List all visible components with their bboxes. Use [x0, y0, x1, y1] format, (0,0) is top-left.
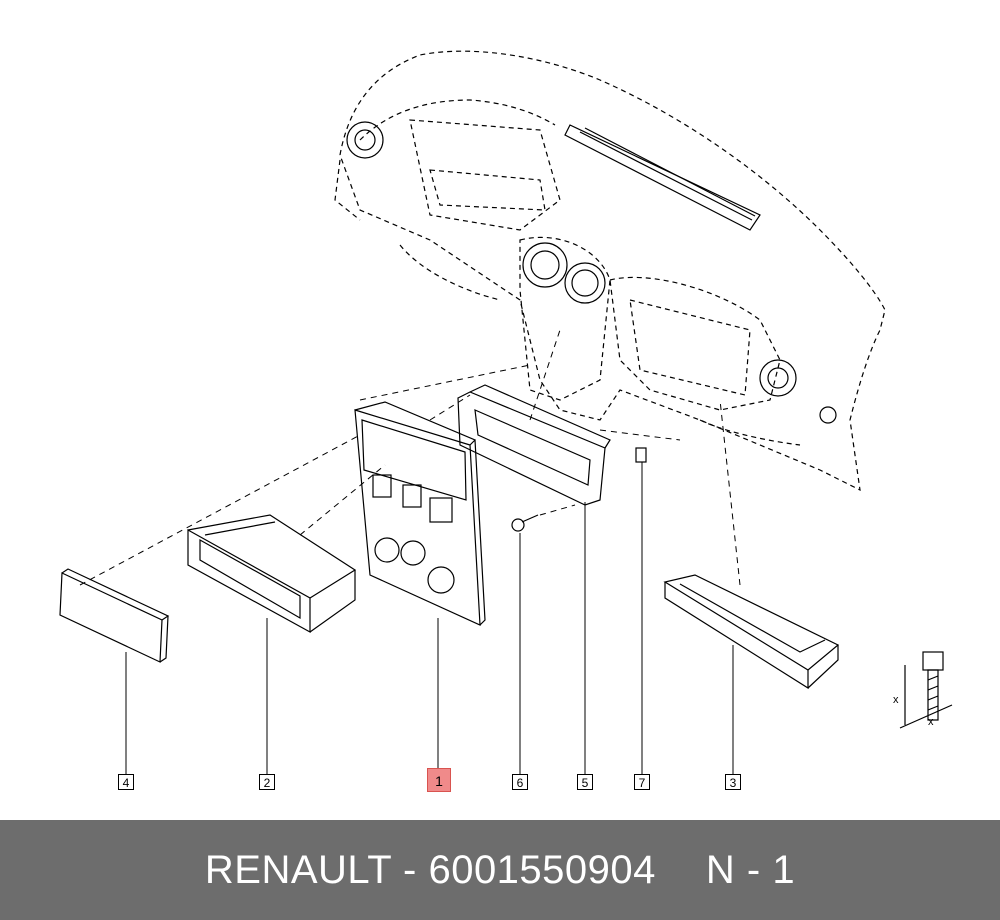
- part-2-pocket: [187, 514, 357, 634]
- footer-banner: RENAULT - 6001550904 N - 1: [0, 820, 1000, 920]
- part-3-tray: [663, 574, 840, 690]
- dim-label-x-1: x: [893, 694, 899, 706]
- part-7-clip: [635, 447, 647, 463]
- callout-6: 6: [512, 774, 528, 790]
- parts-diagram: x x: [59, 50, 953, 775]
- brand-part-number: RENAULT - 6001550904: [204, 847, 656, 892]
- part-1-bezel: [354, 401, 486, 626]
- callout-3: 3: [725, 774, 741, 790]
- part-6-screw: [511, 514, 539, 532]
- callout-2: 2: [259, 774, 275, 790]
- dim-label-x-2: x: [928, 716, 934, 728]
- quantity-label: N - 1: [705, 847, 796, 892]
- leader-lines-dashed: [79, 329, 741, 586]
- part-4-cover: [59, 568, 170, 663]
- callout-4: 4: [118, 774, 134, 790]
- callout-7: 7: [634, 774, 650, 790]
- defrost-grille: [564, 124, 761, 231]
- fastener-symbol: [899, 651, 953, 729]
- callout-leaders: [125, 462, 734, 775]
- part-5-frame: [457, 384, 611, 506]
- callout-1: 1: [427, 768, 451, 792]
- callout-5: 5: [577, 774, 593, 790]
- dashboard-outline: [334, 50, 886, 492]
- air-vents: [346, 121, 837, 424]
